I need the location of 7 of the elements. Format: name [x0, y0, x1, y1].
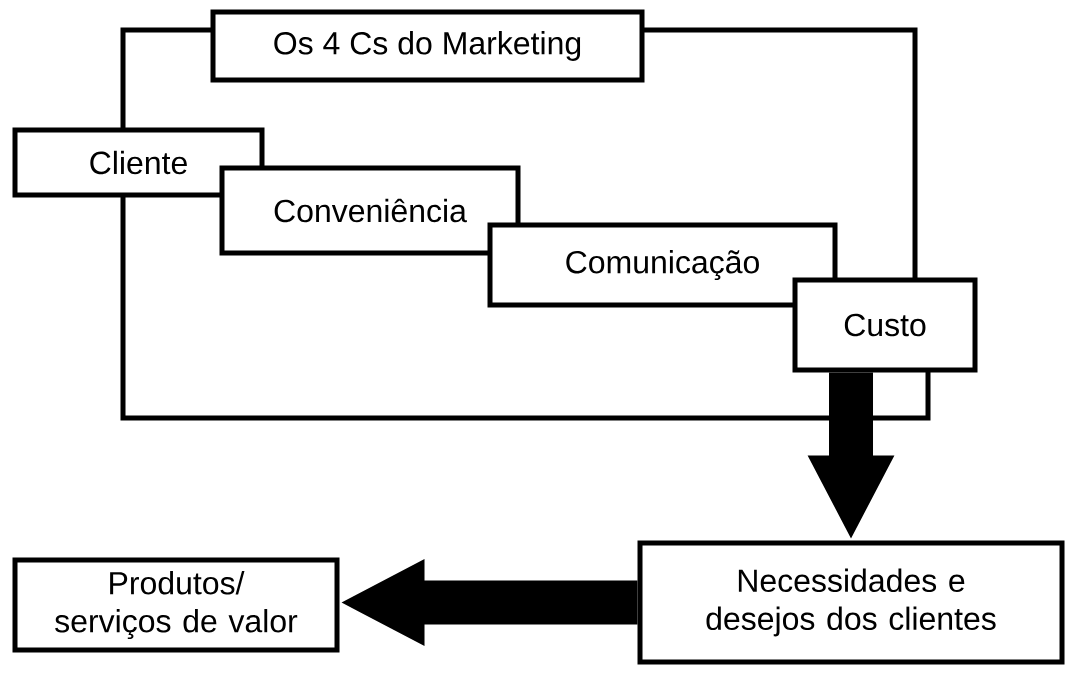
text-box: Conveniência	[219, 165, 521, 256]
text-box: Produtos/ serviços de valor	[12, 557, 340, 653]
text-box: Cliente	[12, 127, 265, 198]
text-box: Custo	[792, 277, 978, 373]
text-box: Necessidades e desejos dos clientes	[637, 540, 1065, 665]
text-box: Os 4 Cs do Marketing	[210, 9, 645, 83]
text-box: Comunicação	[487, 222, 838, 308]
